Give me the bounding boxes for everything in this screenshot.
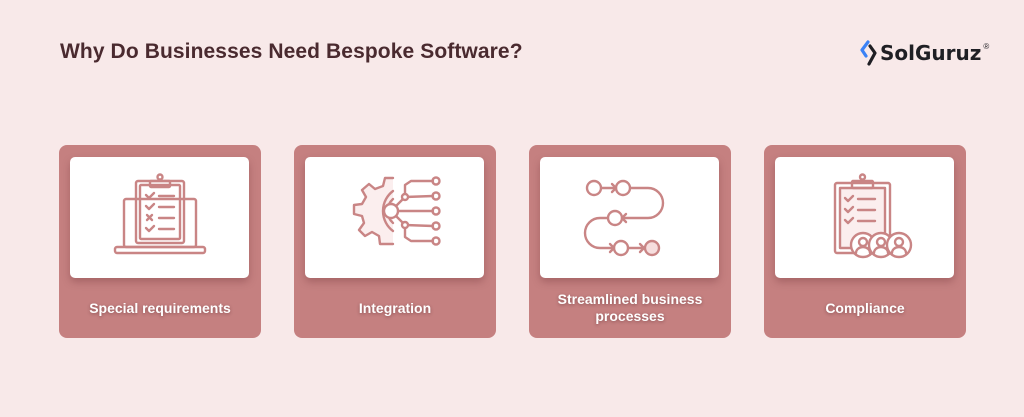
card-image — [305, 157, 484, 278]
reasons-cards: Special requirements Integration — [59, 145, 966, 338]
page-title: Why Do Businesses Need Bespoke Software? — [60, 40, 523, 63]
card-label: Special requirements — [89, 299, 231, 316]
card-image — [70, 157, 249, 278]
card-label: Streamlined business processes — [557, 291, 703, 324]
card-streamlined-processes: Streamlined business processes — [529, 145, 731, 338]
solguruz-logo[interactable]: SolGuruz ® — [860, 40, 989, 66]
card-special-requirements: Special requirements — [59, 145, 261, 338]
card-compliance: Compliance — [764, 145, 966, 338]
card-integration: Integration — [294, 145, 496, 338]
gear-circuit-icon — [352, 175, 441, 246]
card-image — [775, 157, 954, 278]
laptop-checklist-icon — [113, 172, 206, 254]
logo-text: SolGuruz — [880, 41, 982, 65]
clipboard-people-icon — [833, 172, 912, 258]
card-label: Integration — [358, 299, 432, 316]
card-label: Compliance — [825, 299, 905, 316]
process-flow-icon — [583, 179, 664, 256]
solguruz-logo-icon — [860, 40, 877, 66]
card-image — [540, 157, 719, 278]
registered-mark: ® — [983, 42, 990, 51]
